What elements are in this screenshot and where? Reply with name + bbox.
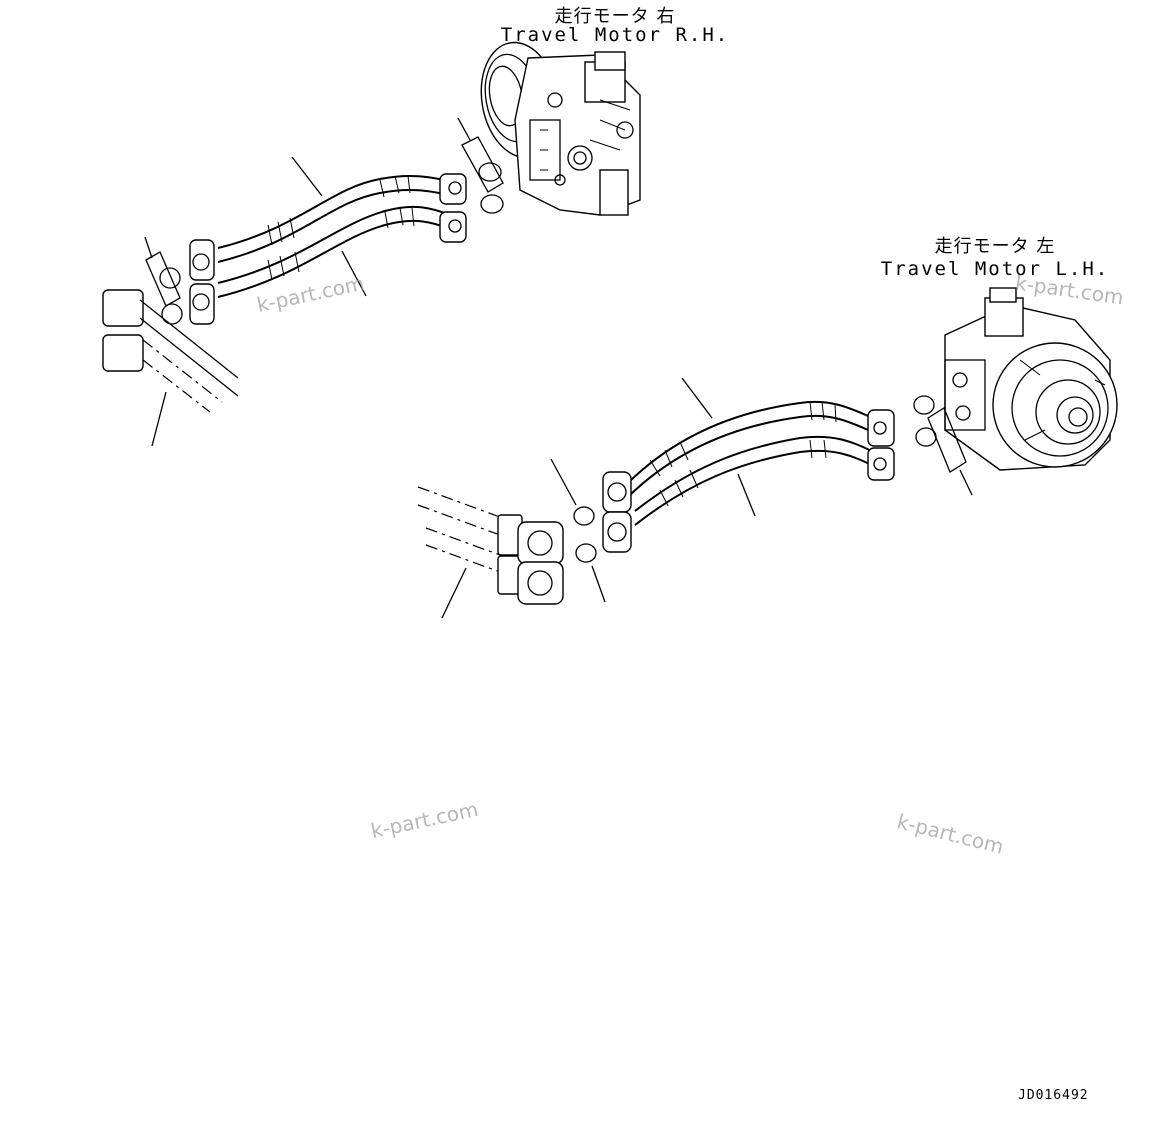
flange-icon[interactable] (189, 173, 467, 325)
travel-motor-rh-label: Travel Motor R.H. (500, 24, 730, 46)
travel-motor-lh-icon[interactable] (944, 287, 1118, 471)
swivel-joint-icon[interactable] (417, 486, 564, 619)
travel-motor-rh-icon[interactable] (473, 36, 641, 216)
o-ring-icon[interactable] (913, 395, 973, 496)
drawing-code: JD016492 (1018, 1088, 1089, 1103)
travel-motor-lh-label: Travel Motor L.H. (880, 258, 1110, 280)
hose-icon[interactable] (625, 377, 883, 526)
o-ring-icon[interactable] (457, 117, 504, 214)
swivel-joint-icon[interactable] (102, 289, 239, 447)
hose-icon[interactable] (216, 156, 453, 298)
travel-motor-rh-jp-label: 走行モータ 右 (554, 6, 676, 27)
travel-motor-lh-jp-label: 走行モータ 左 (934, 236, 1056, 257)
o-ring-icon[interactable] (144, 236, 183, 325)
o-ring-icon[interactable] (550, 458, 606, 603)
flange-icon[interactable] (602, 409, 895, 553)
